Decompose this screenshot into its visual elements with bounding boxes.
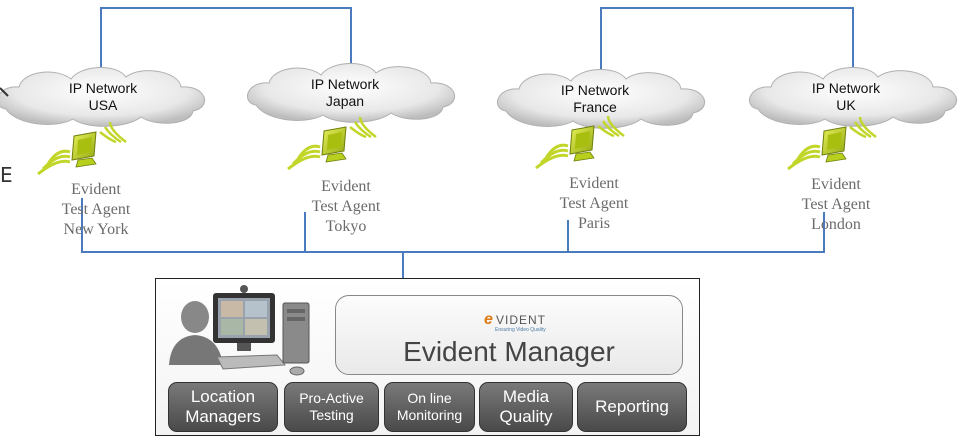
cloud-icon-uk xyxy=(748,66,957,127)
test-agent-icon-tokyo xyxy=(287,116,377,171)
top-link-france-uk xyxy=(600,7,854,75)
evident-logo: VIDENT xyxy=(496,313,547,327)
evident-logo-e: e xyxy=(484,311,493,328)
left-edge-glyph: E xyxy=(0,163,13,187)
cloud-icon-japan xyxy=(246,62,455,123)
workstation-illustration xyxy=(169,285,310,376)
cloud-icon-usa xyxy=(0,66,205,127)
test-agent-icon-new-york xyxy=(37,121,127,176)
manager-panel xyxy=(335,295,683,375)
agent-bus xyxy=(81,198,825,280)
test-agent-icon-paris xyxy=(535,115,625,170)
evident-logo-tagline: Ensuring Video Quality xyxy=(495,327,546,333)
test-agent-icon-london xyxy=(787,116,877,171)
top-link-usa-japan xyxy=(100,7,352,75)
reporting-button[interactable]: Reporting xyxy=(577,382,687,432)
left-edge-mark xyxy=(0,87,9,97)
manager-title: Evident Manager xyxy=(403,336,615,367)
